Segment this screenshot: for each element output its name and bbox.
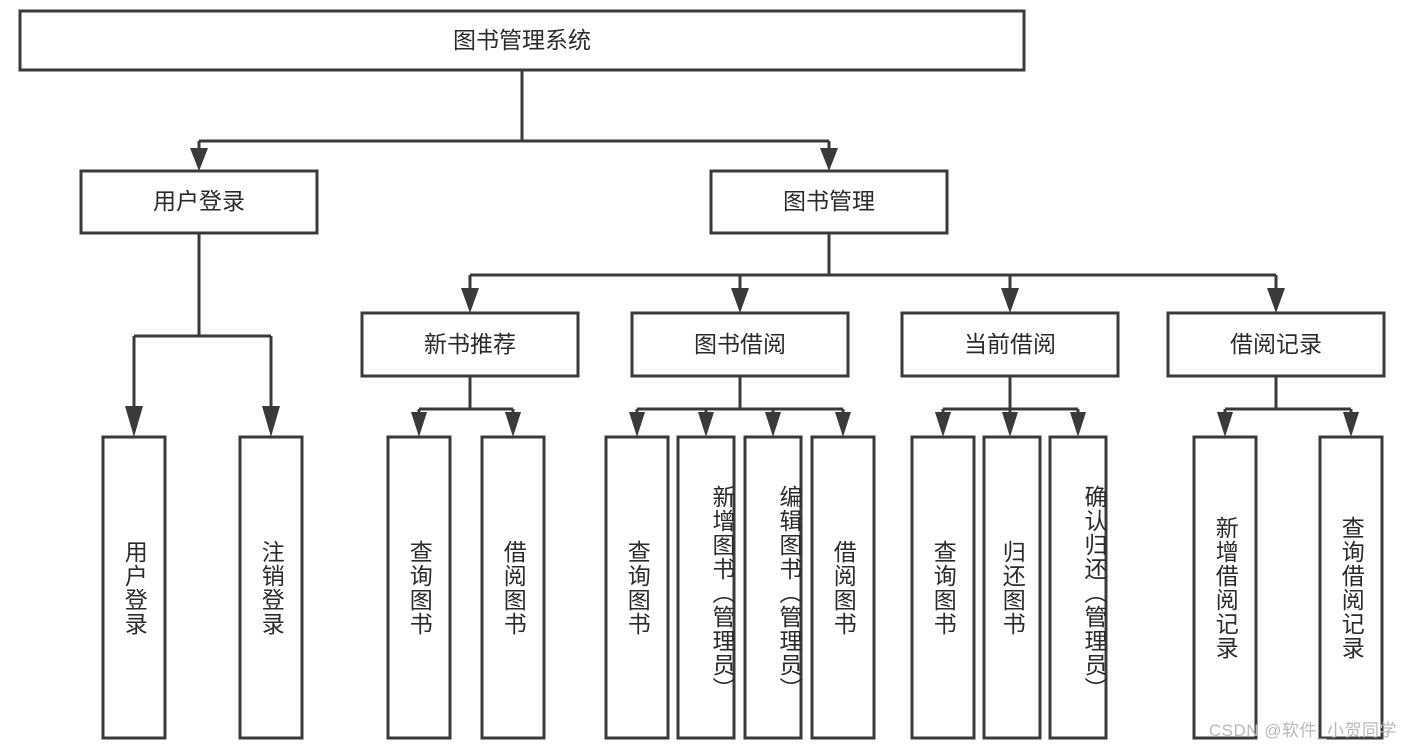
arrow-head-leaf-query-book-3 [935, 412, 951, 437]
arrow-head-leaf-query-book-1 [411, 412, 427, 437]
node-book-management-box[interactable] [709, 169, 949, 235]
connector-group [125, 70, 1359, 437]
node-leaf-confirm-return-box[interactable] [1048, 435, 1108, 740]
node-leaf-query-record-box[interactable] [1318, 435, 1384, 740]
arrow-head-leaf-return-book [1002, 412, 1018, 437]
node-leaf-user-login-box[interactable] [101, 435, 167, 740]
arrow-head-new-book-recommend [461, 288, 479, 313]
node-leaf-logout-login-box[interactable] [238, 435, 304, 740]
node-root-label: 图书管理系统 [453, 27, 591, 53]
node-book-management-label: 图书管理 [783, 188, 875, 214]
arrow-head-leaf-edit-book [765, 412, 781, 437]
arrow-head-leaf-add-book [698, 412, 714, 437]
node-leaf-return-book-box[interactable] [982, 435, 1042, 740]
arrow-head-leaf-confirm-return [1070, 412, 1086, 437]
node-leaf-query-book-1-box[interactable] [386, 435, 452, 740]
node-user-login-label: 用户登录 [153, 188, 245, 214]
node-book-borrow-label: 图书借阅 [694, 331, 786, 357]
node-current-borrow[interactable]: 当前借阅 [900, 311, 1120, 378]
node-book-management[interactable]: 图书管理 [709, 169, 949, 235]
arrow-head-leaf-user-login [125, 406, 143, 437]
node-borrow-record-box[interactable] [1166, 311, 1386, 378]
node-new-book-recommend[interactable]: 新书推荐 [360, 311, 580, 378]
arrow-head-book-borrow [731, 288, 749, 313]
node-current-borrow-box[interactable] [900, 311, 1120, 378]
node-leaf-edit-book-box[interactable] [743, 435, 803, 740]
node-borrow-record-label: 借阅记录 [1230, 331, 1322, 357]
node-borrow-record[interactable]: 借阅记录 [1166, 311, 1386, 378]
arrow-head-leaf-borrow-book-2 [835, 412, 851, 437]
node-leaf-borrow-book-1-box[interactable] [480, 435, 546, 740]
node-leaf-add-book-box[interactable] [676, 435, 736, 740]
node-new-book-recommend-box[interactable] [360, 311, 580, 378]
arrow-head-borrow-record [1267, 288, 1285, 313]
node-book-borrow-box[interactable] [630, 311, 850, 378]
node-leaf-add-record-box[interactable] [1192, 435, 1258, 740]
arrow-head-leaf-query-record [1343, 412, 1359, 437]
arrow-head-user-login [190, 148, 208, 171]
node-current-borrow-label: 当前借阅 [964, 331, 1056, 357]
node-root[interactable]: 图书管理系统 [18, 9, 1026, 72]
node-new-book-recommend-label: 新书推荐 [424, 331, 516, 357]
arrow-head-leaf-query-book-2 [629, 412, 645, 437]
arrow-head-current-borrow [1001, 288, 1019, 313]
arrow-head-leaf-logout-login [262, 406, 280, 437]
node-book-borrow[interactable]: 图书借阅 [630, 311, 850, 378]
arrow-head-leaf-borrow-book-1 [505, 412, 521, 437]
arrow-head-book-management [820, 148, 838, 171]
arrow-head-leaf-add-record [1217, 412, 1233, 437]
node-leaf-borrow-book-2-box[interactable] [810, 435, 876, 740]
node-user-login-box[interactable] [79, 169, 319, 235]
node-leaf-query-book-3-box[interactable] [910, 435, 976, 740]
node-leaf-query-book-2-box[interactable] [604, 435, 670, 740]
node-user-login[interactable]: 用户登录 [79, 169, 319, 235]
node-root-box[interactable] [18, 9, 1026, 72]
